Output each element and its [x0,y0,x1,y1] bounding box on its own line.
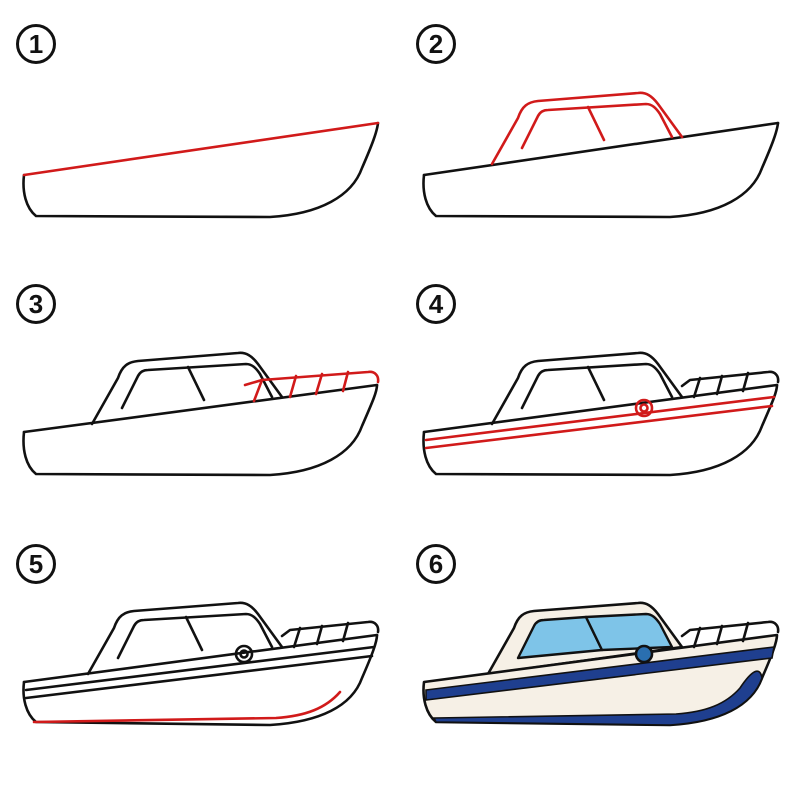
step-3-panel: 3 [0,260,400,520]
step-number-badge: 1 [16,24,56,64]
step-1-panel: 1 [0,0,400,260]
cabin-window [520,102,674,150]
hull-stripe-lower [424,404,774,450]
waterline [32,690,342,724]
step-4-drawing [422,351,780,477]
railing-posts [252,370,350,403]
deck-line [22,633,379,684]
porthole-inner [239,649,249,659]
step-5-drawing [22,601,380,727]
porthole-inner [639,403,649,413]
window-divider [586,365,606,402]
porthole [634,644,654,664]
step-number-badge: 5 [16,544,56,584]
railing [280,620,380,638]
porthole [634,398,654,418]
cabin-window [520,362,674,410]
hull-outline [422,121,780,219]
step-3-drawing [22,351,380,477]
hull-stripe-upper [424,395,776,442]
cabin-window [116,612,274,660]
window-pane-right [584,612,674,652]
railing-posts [692,621,750,649]
hull-outline [22,633,379,727]
hull-stripe-lower [24,654,374,700]
step-1-drawing [22,121,380,219]
cabin-outline [490,91,684,166]
cabin-outline [90,351,284,426]
step-5-panel: 5 [0,520,400,780]
step-4-panel: 4 [400,260,800,520]
hull-outline [22,121,380,219]
railing-posts [692,371,750,399]
cabin-window [120,362,274,410]
step-number-badge: 6 [416,544,456,584]
hull-stripe-upper [24,645,376,692]
step-2-drawing [422,91,780,219]
cabin-outline [86,601,284,676]
window-pane-left [516,615,604,660]
step-2-panel: 2 [400,0,800,260]
hull-outline [422,383,779,477]
hull-outline [22,383,379,477]
waterline-band [432,670,763,726]
railing [243,370,380,387]
cabin-outline [490,351,684,426]
deck-line [422,121,780,177]
step-6-drawing [422,601,780,727]
window-divider [184,615,204,652]
deck-line [22,383,379,434]
railing [680,370,780,388]
step-6-panel: 6 [400,520,800,780]
window-divider [186,365,206,402]
step-number-badge: 2 [416,24,456,64]
railing-posts [292,621,350,649]
hull-stripe-band [425,646,775,701]
deck-line [22,121,380,177]
railing [680,620,780,638]
window-divider [586,105,606,142]
step-number-badge: 4 [416,284,456,324]
step-number-badge: 3 [16,284,56,324]
